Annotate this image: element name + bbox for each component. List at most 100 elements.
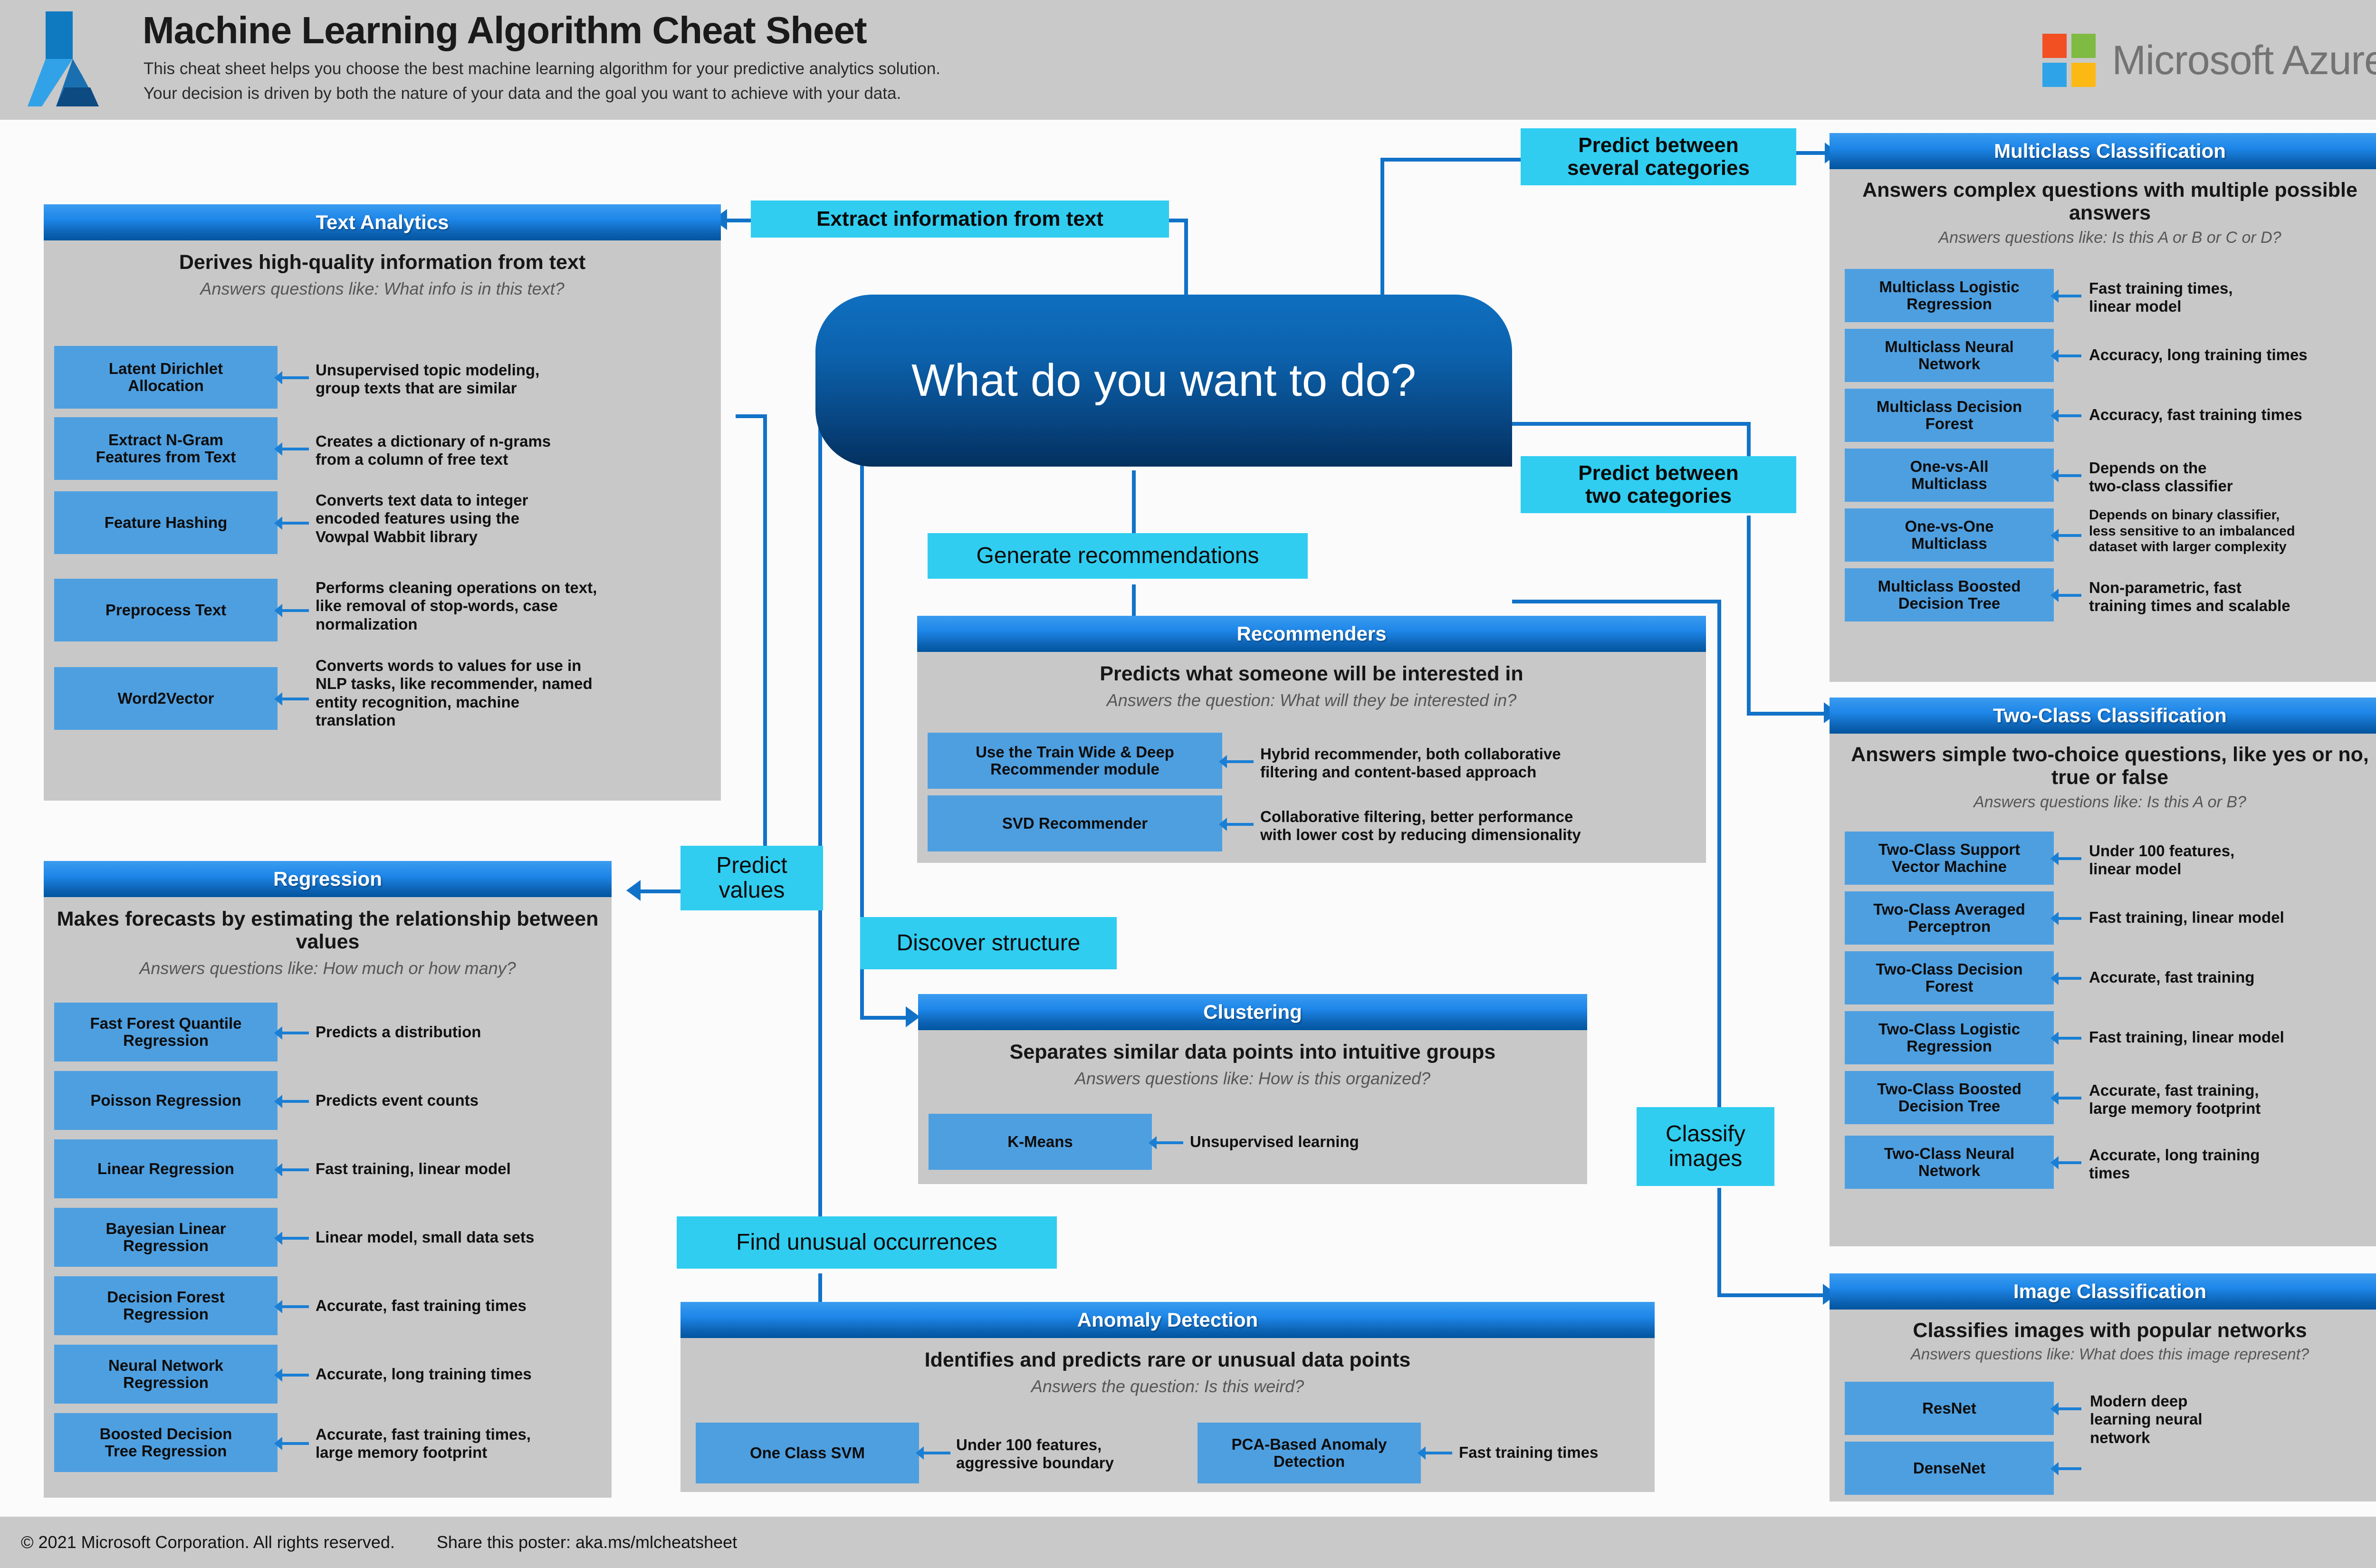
panel-image-classification: Image Classification Classifies images w… <box>1830 1273 2376 1501</box>
panel-heading: Recommenders <box>917 616 1706 652</box>
algo-description: Under 100 features, linear model <box>2089 842 2235 878</box>
page-footer: © 2021 Microsoft Corporation. All rights… <box>0 1517 2376 1568</box>
tag-discover-structure[interactable]: Discover structure <box>860 917 1117 969</box>
algo-description: Accurate, fast training <box>2089 968 2255 986</box>
algo-description: Creates a dictionary of n-grams from a c… <box>316 432 551 468</box>
algo-chip[interactable]: Multiclass Boosted Decision Tree <box>1845 568 2054 621</box>
algo-description: Converts text data to integer encoded fe… <box>316 491 528 545</box>
algo-description: Fast training times <box>1459 1444 1599 1461</box>
panel-subtitle: Answers questions like: What does this i… <box>1910 1345 2309 1363</box>
algo-chip[interactable]: Feature Hashing <box>54 491 278 554</box>
panel-multiclass-classification: Multiclass Classification Answers comple… <box>1830 133 2376 682</box>
algo-chip[interactable]: PCA-Based Anomaly Detection <box>1198 1423 1421 1483</box>
algo-chip[interactable]: Two-Class Averaged Perceptron <box>1845 891 2054 945</box>
microsoft-azure-brand: Microsoft Azure <box>2042 29 2376 91</box>
algo-chip[interactable]: Two-Class Logistic Regression <box>1845 1011 2054 1064</box>
algo-description: Accuracy, long training times <box>2089 346 2308 363</box>
algo-chip[interactable]: Word2Vector <box>54 667 278 730</box>
algo-chip[interactable]: Bayesian Linear Regression <box>54 1208 278 1267</box>
tag-find-unusual-occurrences[interactable]: Find unusual occurrences <box>677 1216 1057 1269</box>
algo-chip[interactable]: SVD Recommender <box>928 795 1222 851</box>
algo-chip[interactable]: Two-Class Decision Forest <box>1845 951 2054 1004</box>
panel-subtitle: Answers questions like: How much or how … <box>139 958 516 978</box>
panel-subtitle: Answers the question: What will they be … <box>1106 690 1517 710</box>
algo-chip[interactable]: Extract N-Gram Features from Text <box>54 417 278 480</box>
algo-chip[interactable]: Fast Forest Quantile Regression <box>54 1003 278 1061</box>
algo-description: Depends on the two-class classifier <box>2089 459 2233 495</box>
panel-heading: Anomaly Detection <box>680 1302 1655 1338</box>
panel-subtitle: Answers questions like: Is this A or B? <box>1974 793 2246 812</box>
panel-recommenders: Recommenders Predicts what someone will … <box>917 616 1706 863</box>
algo-description: Fast training, linear model <box>2089 908 2284 926</box>
algo-description: Performs cleaning operations on text, li… <box>316 579 597 633</box>
algo-chip[interactable]: Boosted Decision Tree Regression <box>54 1413 278 1472</box>
algo-chip[interactable]: One-vs-All Multiclass <box>1845 449 2054 502</box>
algo-description: Converts words to values for use in NLP … <box>316 657 593 729</box>
tag-classify-images[interactable]: Classify images <box>1637 1107 1774 1186</box>
tag-predict-between-two-categories[interactable]: Predict between two categories <box>1521 456 1796 513</box>
algo-chip[interactable]: Latent Dirichlet Allocation <box>54 346 278 409</box>
algo-description: Accurate, fast training times <box>316 1297 527 1314</box>
panel-subtitle: Answers the question: Is this weird? <box>1031 1377 1304 1396</box>
algo-chip[interactable]: Multiclass Decision Forest <box>1845 389 2054 442</box>
algo-chip[interactable]: K-Means <box>929 1114 1152 1170</box>
algo-chip[interactable]: Preprocess Text <box>54 579 278 641</box>
algo-description: Depends on binary classifier, less sensi… <box>2089 507 2295 555</box>
algo-chip[interactable]: Linear Regression <box>54 1139 278 1198</box>
panel-title: Predicts what someone will be interested… <box>1100 662 1523 685</box>
algo-chip[interactable]: ResNet <box>1845 1382 2054 1435</box>
panel-anomaly-detection: Anomaly Detection Identifies and predict… <box>680 1302 1655 1492</box>
page-subtitle-line2: Your decision is driven by both the natu… <box>144 84 901 103</box>
algo-description: Accurate, long training times <box>2089 1146 2260 1182</box>
panel-heading: Regression <box>44 861 612 897</box>
algo-description: Under 100 features, aggressive boundary <box>956 1436 1114 1472</box>
azure-logo-icon <box>28 11 99 106</box>
panel-subtitle: Answers questions like: How is this orga… <box>1074 1069 1431 1089</box>
algo-chip[interactable]: Decision Forest Regression <box>54 1276 278 1335</box>
microsoft-windows-icon <box>2042 34 2096 87</box>
algo-chip[interactable]: One Class SVM <box>696 1423 919 1483</box>
algo-description: Linear model, small data sets <box>316 1228 535 1246</box>
tag-label: Predict between two categories <box>1578 461 1739 507</box>
panel-regression: Regression Makes forecasts by estimating… <box>44 861 612 1498</box>
algo-chip[interactable]: DenseNet <box>1845 1442 2054 1495</box>
share-poster-text: Share this poster: aka.ms/mlcheatsheet <box>436 1532 738 1552</box>
tag-predict-between-several-categories[interactable]: Predict between several categories <box>1521 128 1796 185</box>
panel-text-analytics: Text Analytics Derives high-quality info… <box>44 204 721 801</box>
algo-description: Accurate, fast training, large memory fo… <box>2089 1081 2261 1118</box>
algo-description: Predicts event counts <box>316 1091 479 1109</box>
panel-title: Identifies and predicts rare or unusual … <box>924 1348 1411 1371</box>
tag-predict-values[interactable]: Predict values <box>680 846 823 910</box>
algo-chip[interactable]: Two-Class Support Vector Machine <box>1845 832 2054 885</box>
copyright-text: © 2021 Microsoft Corporation. All rights… <box>21 1532 395 1552</box>
algo-chip[interactable]: Two-Class Boosted Decision Tree <box>1845 1071 2054 1124</box>
tag-label: Predict values <box>716 853 787 903</box>
panel-title: Makes forecasts by estimating the relati… <box>57 908 599 954</box>
algo-chip[interactable]: Neural Network Regression <box>54 1345 278 1404</box>
algo-description: Fast training, linear model <box>2089 1028 2284 1046</box>
algo-description: Unsupervised topic modeling, group texts… <box>316 361 540 397</box>
panel-subtitle: Answers questions like: Is this A or B o… <box>1938 229 2281 247</box>
algo-description: Predicts a distribution <box>316 1023 481 1041</box>
tag-generate-recommendations[interactable]: Generate recommendations <box>928 533 1308 579</box>
algo-chip[interactable]: Use the Train Wide & Deep Recommender mo… <box>928 733 1222 789</box>
algo-description: Fast training times, linear model <box>2089 279 2233 316</box>
panel-title: Classifies images with popular networks <box>1913 1319 2307 1342</box>
tag-label: Predict between several categories <box>1567 134 1750 180</box>
algo-chip[interactable]: One-vs-One Multiclass <box>1845 508 2054 562</box>
panel-heading: Text Analytics <box>44 204 721 240</box>
panel-heading: Image Classification <box>1830 1273 2376 1310</box>
page-subtitle-line1: This cheat sheet helps you choose the be… <box>144 59 941 78</box>
tag-extract-information-from-text[interactable]: Extract information from text <box>751 201 1169 238</box>
algo-description: Fast training, linear model <box>316 1160 511 1177</box>
panel-heading: Multiclass Classification <box>1830 133 2376 169</box>
panel-heading: Two-Class Classification <box>1830 698 2376 734</box>
algo-description: Collaborative filtering, better performa… <box>1260 808 1581 844</box>
algo-chip[interactable]: Multiclass Logistic Regression <box>1845 269 2054 322</box>
algo-chip[interactable]: Poisson Regression <box>54 1071 278 1130</box>
algo-description: Accurate, fast training times, large mem… <box>316 1425 531 1462</box>
algo-chip[interactable]: Multiclass Neural Network <box>1845 329 2054 382</box>
algo-description: Accurate, long training times <box>316 1365 532 1383</box>
algo-chip[interactable]: Two-Class Neural Network <box>1845 1136 2054 1189</box>
algo-description: Modern deep learning neural network <box>2090 1392 2203 1446</box>
